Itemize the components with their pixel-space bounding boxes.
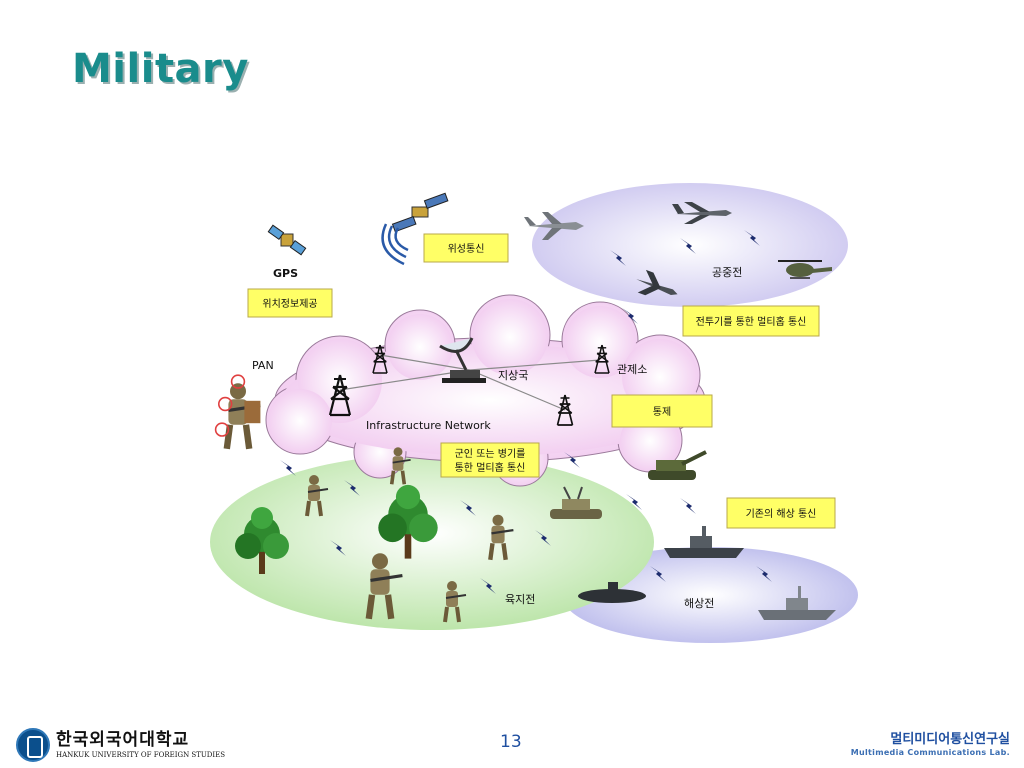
aircraft-multihop-box: 전투기를 통한 멀티홉 통신 (682, 305, 820, 337)
control-center-label: 관제소 (617, 363, 647, 376)
svg-text:통한 멀티홉 통신: 통한 멀티홉 통신 (455, 461, 526, 474)
fighter-jet-icon (672, 202, 732, 224)
slide-title: Military (72, 46, 249, 92)
air-battle-label: 공중전 (712, 266, 742, 279)
tank-icon (648, 450, 707, 480)
svg-text:전투기를 통한 멀티홉 통신: 전투기를 통한 멀티홉 통신 (696, 315, 807, 328)
infrastructure-label: Infrastructure Network (366, 419, 491, 432)
submarine-icon (578, 582, 646, 603)
ground-battle-label: 육지전 (505, 593, 535, 606)
naval-comm-box: 기존의 해상 통신 (726, 497, 836, 529)
tank-icon (550, 486, 602, 519)
pan-soldier-icon (214, 374, 261, 449)
land-battle-zone (210, 454, 654, 630)
helicopter-icon (778, 260, 832, 279)
location-info-box: 위치정보제공 (247, 288, 333, 318)
lab-name: 멀티미디어통신연구실 Multimedia Communications Lab… (851, 733, 1010, 757)
warship-icon (758, 586, 836, 620)
svg-text:기존의 해상 통신: 기존의 해상 통신 (746, 507, 817, 520)
university-logo: 한국외국어대학교 HANKUK UNIVERSITY OF FOREIGN ST… (16, 728, 225, 762)
warship-icon (664, 526, 744, 558)
svg-text:통제: 통제 (653, 406, 671, 418)
pan-label: PAN (252, 359, 274, 372)
university-seal-icon (16, 728, 50, 762)
lab-name-english: Multimedia Communications Lab. (850, 748, 1010, 757)
control-box: 통제 (611, 394, 713, 428)
satellite-comm-box: 위성통신 (423, 233, 509, 263)
lab-name-korean: 멀티미디어통신연구실 (890, 732, 1010, 747)
svg-text:위치정보제공: 위치정보제공 (262, 297, 317, 310)
gps-label: GPS (273, 267, 298, 280)
fighter-jet-icon (636, 269, 678, 296)
satellite-icon (381, 192, 449, 266)
soldier-multihop-box: 군인 또는 병기를 통한 멀티홉 통신 (440, 442, 540, 478)
ground-station-label: 지상국 (498, 369, 528, 382)
page-number: 13 (500, 732, 522, 752)
aircraft-icon (524, 212, 584, 240)
svg-text:군인 또는 병기를: 군인 또는 병기를 (455, 448, 526, 460)
infrastructure-links (339, 354, 601, 411)
university-name-korean: 한국외국어대학교 (56, 729, 190, 750)
gps-satellite-icon (267, 224, 307, 256)
ground-station-dish-icon (439, 337, 486, 383)
university-name-english: HANKUK UNIVERSITY OF FOREIGN STUDIES (56, 750, 226, 759)
svg-text:위성통신: 위성통신 (448, 242, 485, 255)
sea-battle-label: 해상전 (684, 596, 714, 610)
